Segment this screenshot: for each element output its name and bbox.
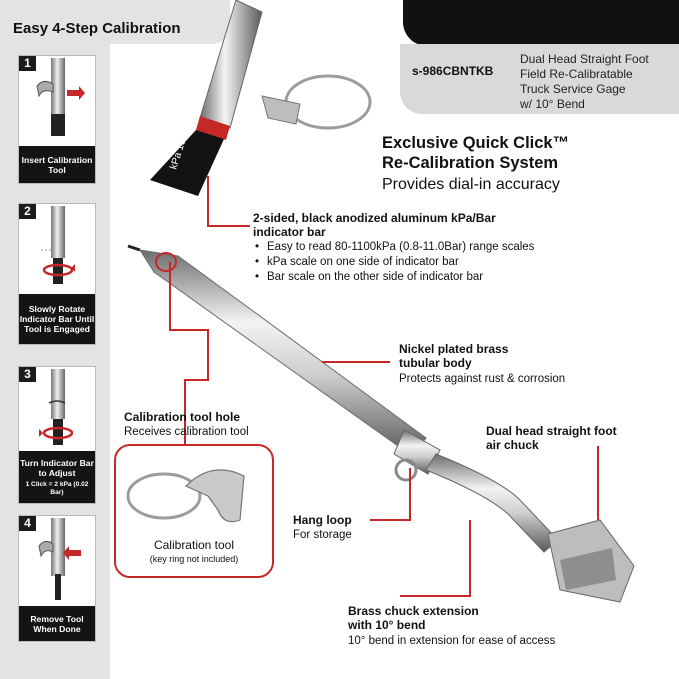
chuck-title: Dual head straight foot air chuck: [486, 424, 617, 452]
step-3-number: 3: [19, 367, 36, 382]
body-title: Nickel plated brass tubular body: [399, 342, 509, 370]
list-item: kPa scale on one side of indicator bar: [253, 255, 534, 270]
step-1-illustration: [36, 58, 85, 136]
step-4-number: 4: [19, 516, 36, 531]
calibration-tool-callout: Calibration tool (key ring not included): [114, 444, 274, 578]
step-1-number: 1: [19, 56, 36, 71]
calibration-hole-title: Calibration tool hole: [124, 410, 240, 424]
body-text: Protects against rust & corrosion: [399, 373, 566, 385]
calibration-hole-text: Receives calibration tool: [124, 426, 249, 438]
step-2-caption: Slowly Rotate Indicator Bar Until Tool i…: [19, 294, 95, 344]
step-3-caption: Turn Indicator Bar to Adjust 1 Click = 2…: [19, 451, 95, 503]
extension-title: Brass chuck extension with 10° bend: [348, 604, 479, 632]
indicator-bar-title: 2-sided, black anodized aluminum kPa/Bar…: [253, 211, 496, 239]
step-4-caption: Remove Tool When Done: [19, 606, 95, 641]
calibration-tool-illustration: [126, 469, 245, 523]
calibration-tool-note: (key ring not included): [149, 554, 239, 564]
step-1-caption: Insert Calibration Tool: [19, 146, 95, 183]
list-item: Easy to read 80-1100kPa (0.8-11.0Bar) ra…: [253, 240, 534, 255]
key-ring-icon: [284, 74, 372, 130]
step-3-illustration: [39, 369, 74, 445]
key-ring-icon: [126, 472, 202, 520]
extension-text: 10° bend in extension for ease of access: [348, 635, 556, 647]
model-code: s-986CBNTKB: [412, 64, 494, 78]
list-item: Bar scale on the other side of indicator…: [253, 270, 534, 285]
step-1-card: 1 Insert Calibration Tool: [18, 55, 96, 184]
hang-loop-icon: [394, 458, 418, 482]
step-2-card: 2 Slowly Rotate Indicator Bar Until Tool…: [18, 203, 96, 345]
step-2-illustration: [41, 206, 75, 284]
model-panel: s-986CBNTKB Dual Head Straight Foot Fiel…: [400, 44, 679, 114]
sidebar-title: Easy 4-Step Calibration: [13, 20, 181, 37]
step-3-card: 3 Turn Indicator Bar to Adjust 1 Click =…: [18, 366, 96, 504]
main-gauge-body: [127, 244, 635, 603]
calibration-tool-caption: Calibration tool: [153, 538, 235, 552]
step-4-card: 4 Remove Tool When Done: [18, 515, 96, 642]
hang-loop-title: Hang loop: [293, 513, 352, 527]
callout-lines: [169, 176, 599, 597]
step-2-number: 2: [19, 204, 36, 219]
top-black-bar: [403, 0, 679, 46]
headline-subtitle: Provides dial-in accuracy: [382, 176, 560, 193]
headline-title: Exclusive Quick Click™ Re-Calibration Sy…: [382, 134, 570, 172]
model-description: Dual Head Straight Foot Field Re-Calibra…: [520, 52, 649, 111]
upper-tube-closeup: kPa 100: [150, 0, 372, 196]
step-4-illustration: [38, 518, 81, 600]
indicator-bar-bullets: Easy to read 80-1100kPa (0.8-11.0Bar) ra…: [253, 240, 534, 285]
air-chuck-icon: [547, 519, 635, 603]
sidebar-header: Easy 4-Step Calibration: [0, 0, 230, 44]
hang-loop-text: For storage: [293, 529, 352, 541]
